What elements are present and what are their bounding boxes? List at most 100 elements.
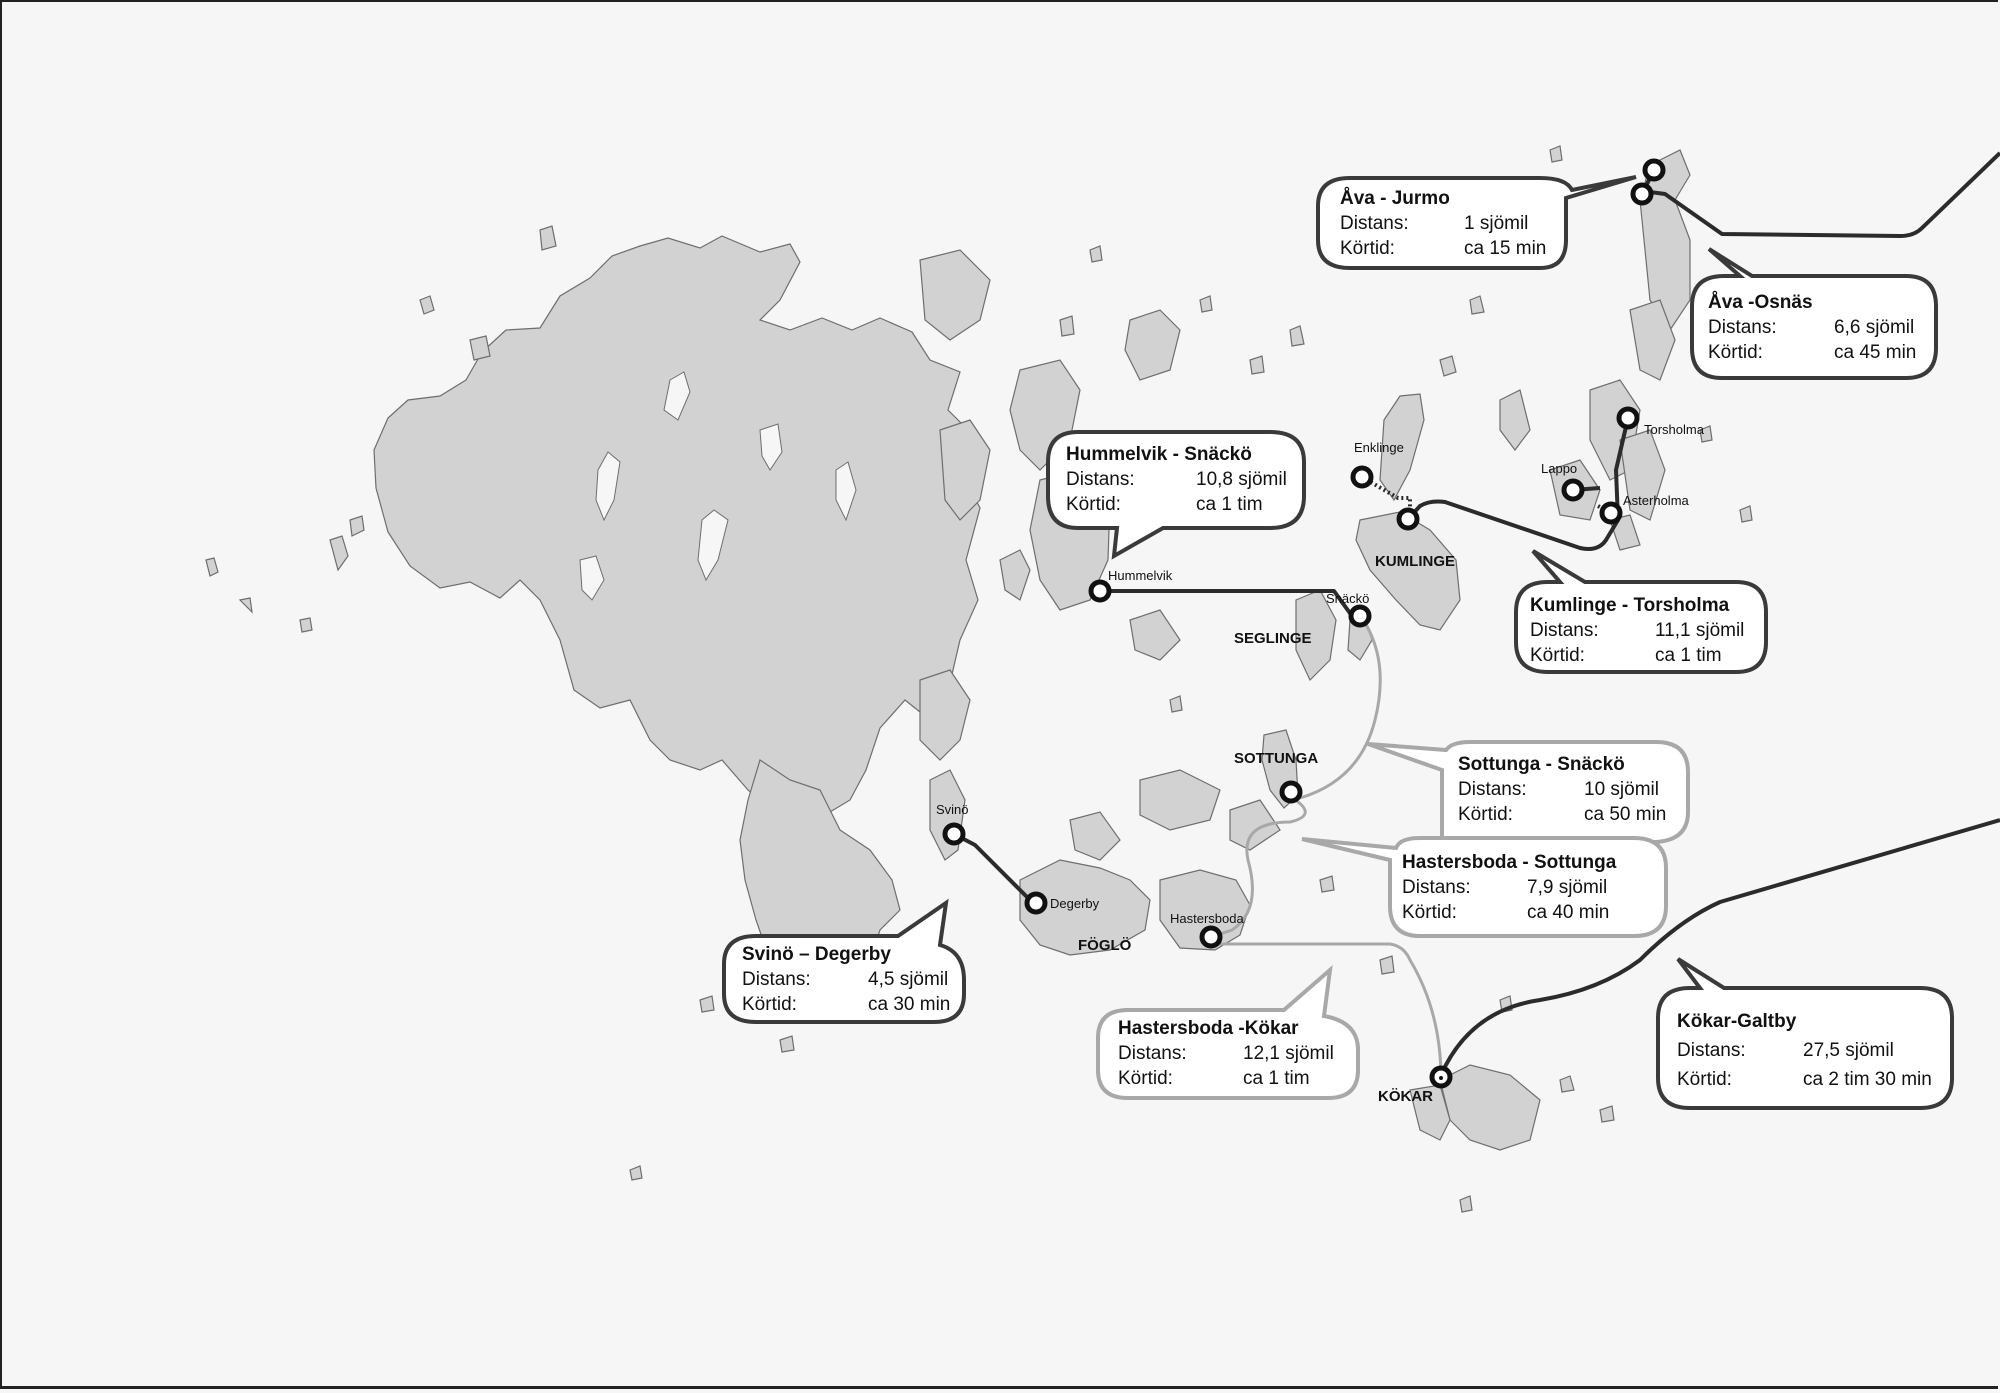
distance-value: 7,9 sjömil	[1527, 877, 1608, 898]
port-torsholma	[1616, 406, 1640, 430]
port-lappo	[1561, 478, 1585, 502]
western-islets	[205, 225, 557, 633]
route-info-kumlinge-torsholma: Kumlinge - Torsholma Distans: 11,1 sjömil…	[1530, 593, 1760, 668]
port-label-snacko: Snäckö	[1326, 591, 1370, 606]
distance-label: Distans:	[1458, 779, 1527, 800]
time-label: Körtid:	[1118, 1068, 1173, 1089]
time-label: Körtid:	[742, 994, 797, 1015]
route-info-hastersboda-sottunga: Hastersboda - Sottunga Distans: 7,9 sjömi…	[1402, 850, 1657, 925]
distance-label: Distans:	[742, 969, 811, 990]
route-title: Kumlinge - Torsholma	[1530, 595, 1730, 616]
foglo-island	[1019, 859, 1151, 956]
port-label-torsholma: Torsholma	[1644, 422, 1704, 437]
time-value: ca 1 tim	[1655, 645, 1722, 666]
time-value: ca 50 min	[1584, 804, 1667, 825]
time-value: ca 1 tim	[1243, 1068, 1310, 1089]
route-line-svino-degerby	[953, 832, 1032, 902]
port-ava	[1630, 182, 1654, 206]
route-line-hastersboda-sottunga	[1210, 795, 1307, 939]
route-bubbles	[722, 175, 1954, 1110]
island-label-foglo: FÖGLÖ	[1078, 937, 1132, 954]
time-label: Körtid:	[1066, 494, 1121, 515]
distance-label: Distans:	[1708, 317, 1777, 338]
port-label-lappo: Lappo	[1541, 461, 1578, 476]
time-value: ca 1 tim	[1196, 494, 1263, 515]
distance-label: Distans:	[1066, 469, 1135, 490]
port-hummelvik	[1088, 579, 1112, 603]
ports	[942, 158, 1666, 1089]
port-kokar-dot	[1439, 1076, 1443, 1080]
time-value: ca 2 tim 30 min	[1803, 1069, 1932, 1090]
route-line-hastersboda-kokar	[1213, 942, 1443, 1076]
time-value: ca 40 min	[1527, 902, 1610, 923]
route-info-ava-jurmo: Åva - Jurmo Distans: 1 sjömil Körtid: ca 1…	[1340, 186, 1550, 261]
route-line-kokar-galtby	[1439, 818, 2000, 1076]
distance-value: 10,8 sjömil	[1196, 469, 1287, 490]
port-label-degerby: Degerby	[1050, 896, 1100, 911]
route-title: Sottunga - Snäckö	[1458, 754, 1625, 775]
time-label: Körtid:	[1708, 342, 1763, 363]
ferry-routes	[953, 151, 2000, 1076]
distance-label: Distans:	[1340, 213, 1409, 234]
scattered-islets	[629, 145, 1753, 1213]
port-hastersboda	[1199, 925, 1223, 949]
island-label-sottunga: SOTTUNGA	[1234, 750, 1319, 767]
route-info-svino-degerby: Svinö – Degerby Distans: 4,5 sjömil Körti…	[742, 942, 957, 1017]
route-title: Hastersboda - Sottunga	[1402, 852, 1617, 873]
port-asterholma	[1599, 501, 1623, 525]
distance-value: 1 sjömil	[1464, 213, 1529, 234]
route-title: Hastersboda -Kökar	[1118, 1018, 1299, 1039]
port-snacko	[1348, 604, 1372, 628]
time-value: ca 30 min	[868, 994, 951, 1015]
route-line-sottunga-snacko	[1299, 617, 1382, 800]
distance-value: 11,1 sjömil	[1655, 620, 1745, 641]
port-svino	[942, 822, 966, 846]
port-kumlinge	[1396, 507, 1420, 531]
time-value: ca 15 min	[1464, 238, 1547, 259]
route-info-hummelvik-snacko: Hummelvik - Snäckö Distans: 10,8 sjömil K…	[1066, 442, 1296, 517]
route-line-kumlinge-torsholma	[1406, 417, 1630, 551]
distance-label: Distans:	[1530, 620, 1599, 641]
route-title: Åva - Jurmo	[1340, 188, 1450, 209]
foglo-islands	[1019, 769, 1281, 956]
distance-label: Distans:	[1402, 877, 1471, 898]
distance-label: Distans:	[1118, 1043, 1187, 1064]
time-label: Körtid:	[1458, 804, 1513, 825]
distance-value: 10 sjömil	[1584, 779, 1659, 800]
route-line-enklinge	[1360, 475, 1412, 512]
route-line-ava-osnas	[1649, 151, 2000, 238]
distance-value: 12,1 sjömil	[1243, 1043, 1334, 1064]
port-label-enklinge: Enklinge	[1354, 440, 1404, 455]
distance-label: Distans:	[1677, 1040, 1746, 1061]
time-label: Körtid:	[1402, 902, 1457, 923]
route-info-hastersboda-kokar: Hastersboda -Kökar Distans: 12,1 sjömil K…	[1118, 1016, 1353, 1091]
kokar-island	[1439, 1064, 1541, 1151]
port-label-hastersboda: Hastersboda	[1170, 911, 1244, 926]
port-degerby	[1024, 891, 1048, 915]
route-info-sottunga-snacko: Sottunga - Snäckö Distans: 10 sjömil Kört…	[1458, 752, 1683, 827]
distance-value: 27,5 sjömil	[1803, 1040, 1894, 1061]
route-info-kokar-galtby: Kökar-Galtby Distans: 27,5 sjömil Körtid:…	[1677, 1007, 1947, 1094]
central-islands	[1261, 393, 1461, 809]
port-sottunga	[1279, 780, 1303, 804]
route-info-ava-osnas: Åva -Osnäs Distans:6,6 sjömil Körtid:ca …	[1708, 290, 1928, 365]
route-title: Svinö – Degerby	[742, 944, 891, 965]
island-label-seglinge: SEGLINGE	[1234, 630, 1312, 647]
time-label: Körtid:	[1340, 238, 1395, 259]
port-label-hummelvik: Hummelvik	[1108, 568, 1173, 583]
mainland-aland	[373, 235, 981, 1001]
route-title: Kökar-Galtby	[1677, 1011, 1797, 1032]
port-label-asterholma: Asterholma	[1623, 493, 1689, 508]
enklinge-island	[1379, 393, 1425, 502]
time-label: Körtid:	[1530, 645, 1585, 666]
distance-value: 6,6 sjömil	[1834, 317, 1915, 338]
port-label-svino: Svinö	[936, 802, 969, 817]
distance-value: 4,5 sjömil	[868, 969, 949, 990]
route-title: Hummelvik - Snäckö	[1066, 444, 1252, 465]
time-value: ca 45 min	[1834, 342, 1917, 363]
port-ava-north	[1642, 158, 1666, 182]
island-label-kokar: KÖKAR	[1378, 1088, 1433, 1105]
port-enklinge	[1350, 465, 1374, 489]
time-label: Körtid:	[1677, 1069, 1732, 1090]
